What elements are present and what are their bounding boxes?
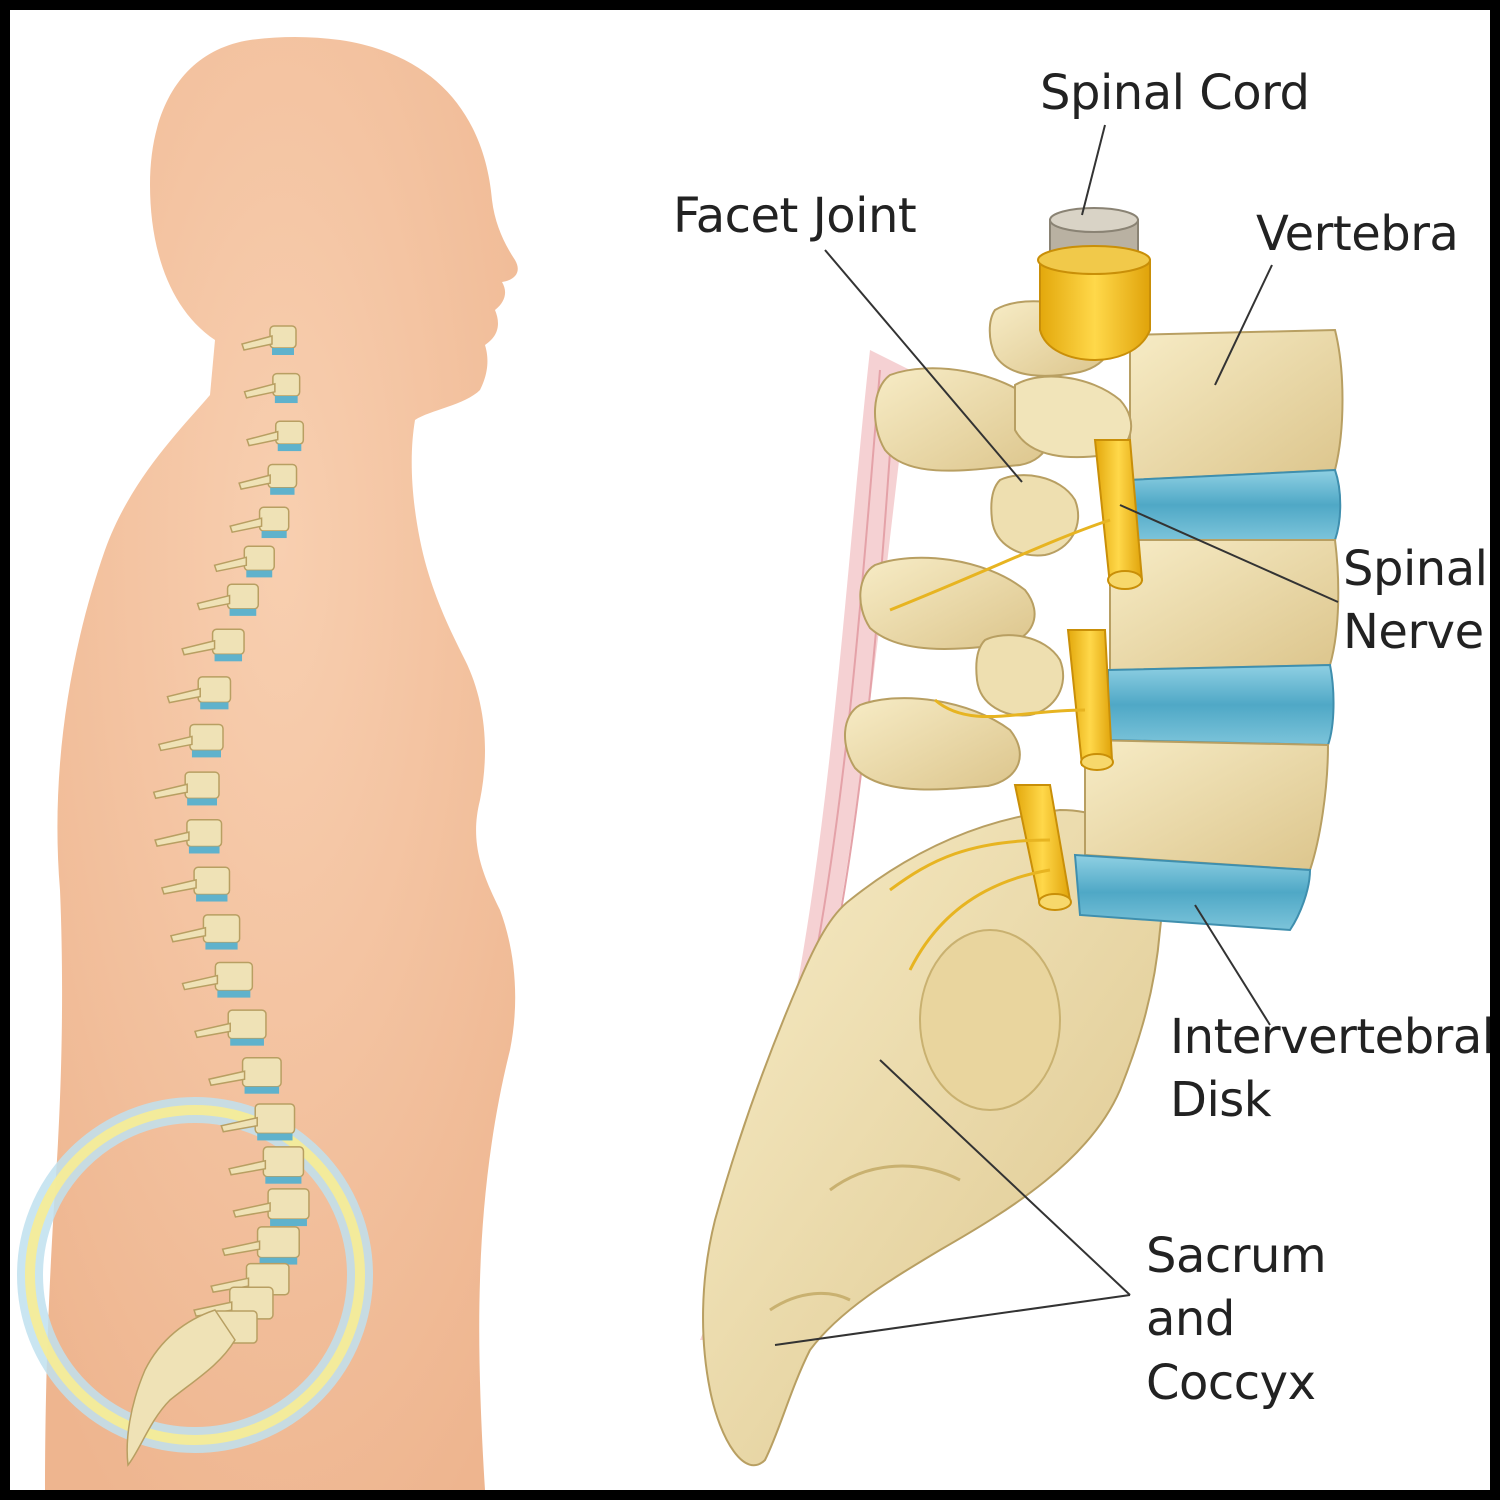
spine-vertebra — [256, 1226, 300, 1259]
spine-vertebra — [258, 506, 290, 532]
spine-disc — [229, 608, 257, 616]
label-spinal-nerve-line1: Spinal — [1343, 541, 1488, 597]
spine-process — [232, 1202, 271, 1218]
spine-disc — [257, 1133, 293, 1141]
spine-process — [229, 517, 263, 534]
label-vertebra: Vertebra — [1256, 206, 1459, 262]
spine-process — [213, 556, 248, 573]
spine-process — [246, 430, 279, 447]
spine-process — [210, 1277, 250, 1294]
spine-disc — [230, 1038, 264, 1046]
spine-vertebra — [274, 420, 305, 445]
spine-disc — [246, 570, 273, 578]
spine-disc — [277, 444, 302, 452]
spine-vertebra — [241, 1056, 282, 1088]
spine-process — [196, 594, 231, 611]
spine-process — [208, 1070, 246, 1087]
spine-process — [238, 474, 271, 490]
spine-vertebra — [243, 545, 275, 572]
spine-vertebra — [184, 771, 220, 800]
spine-vertebra — [267, 463, 298, 489]
sacrum-and-coccyx-bone — [702, 808, 1163, 1467]
label-spinal-nerve: Spinal Nerve — [1343, 538, 1488, 665]
illustration — [17, 37, 1344, 1490]
spine-vertebra — [227, 1009, 267, 1040]
highlight-ring — [17, 1097, 373, 1453]
label-spinal-nerve-line2: Nerve — [1343, 604, 1484, 661]
label-intervertebral-disk-line1: Intervertebral — [1170, 1009, 1490, 1065]
spine-disc — [200, 702, 229, 710]
spine-sacrum — [126, 1309, 236, 1467]
spine-disc — [196, 894, 228, 902]
spine-process — [220, 1116, 258, 1133]
spine-disc — [261, 531, 287, 539]
vertebral-bodies — [1073, 328, 1344, 932]
label-spinal-cord: Spinal Cord — [1040, 65, 1310, 121]
spine-disc — [274, 396, 298, 404]
spine-vertebra — [186, 818, 223, 848]
spine-process — [157, 735, 193, 752]
spine-process — [241, 335, 273, 351]
spine-disc — [272, 348, 294, 355]
spine-process — [169, 926, 207, 943]
spine-process — [160, 878, 197, 895]
spine-disc — [205, 942, 238, 950]
spine-process — [181, 974, 219, 991]
spine-vertebra — [226, 583, 260, 610]
spinal-nerve-roots — [889, 439, 1144, 971]
spine-disc — [214, 654, 243, 662]
spine-vertebra — [197, 676, 232, 704]
spine-process — [152, 783, 188, 800]
spine-vertebra — [267, 1188, 310, 1220]
spine-disc — [265, 1176, 302, 1184]
label-sacrum-line1: Sacrum — [1146, 1228, 1327, 1284]
spine-vertebra — [202, 914, 241, 944]
label-sacrum-line2: and — [1146, 1291, 1235, 1348]
spine-disc — [270, 487, 295, 495]
posterior-processes — [843, 300, 1133, 791]
spine-process — [193, 1301, 233, 1317]
spine-disc — [244, 1086, 280, 1094]
spine-vertebra — [211, 628, 245, 656]
spine-process — [181, 639, 216, 656]
spinal-cord-structure — [1037, 207, 1151, 362]
body-silhouette — [45, 37, 518, 1490]
label-intervertebral-disk-line2: Disk — [1170, 1072, 1272, 1129]
spine-vertebra — [214, 961, 254, 992]
spine-process — [166, 687, 201, 704]
spine-vertebra — [254, 1103, 296, 1135]
spine-process — [228, 1159, 267, 1176]
leader-lines — [774, 124, 1339, 1346]
spine-process — [221, 1240, 261, 1257]
spine-process — [154, 831, 190, 847]
label-intervertebral-disk: Intervertebral Disk — [1170, 1006, 1490, 1133]
spine-vertebra — [189, 723, 224, 752]
spine-vertebra — [262, 1146, 305, 1178]
anatomy-diagram: Spinal Cord Facet Joint Vertebra Spinal … — [10, 10, 1490, 1490]
spine-disc — [259, 1257, 298, 1265]
label-sacrum-and-coccyx: Sacrum and Coccyx — [1146, 1225, 1327, 1415]
spine-vertebra — [269, 325, 297, 349]
ligament — [700, 350, 910, 1340]
label-sacrum-line3: Coccyx — [1146, 1354, 1316, 1411]
spine-disc — [188, 846, 220, 854]
spine-disc — [217, 990, 251, 998]
spine-process — [194, 1022, 231, 1039]
spine-process — [243, 382, 276, 399]
spine-disc — [270, 1219, 307, 1227]
spine-vertebra — [272, 372, 301, 397]
spine-column — [126, 325, 310, 1467]
spine-disc — [191, 750, 221, 758]
label-facet-joint: Facet Joint — [673, 188, 917, 244]
spine-vertebra — [193, 866, 231, 896]
spine-disc — [187, 798, 217, 806]
